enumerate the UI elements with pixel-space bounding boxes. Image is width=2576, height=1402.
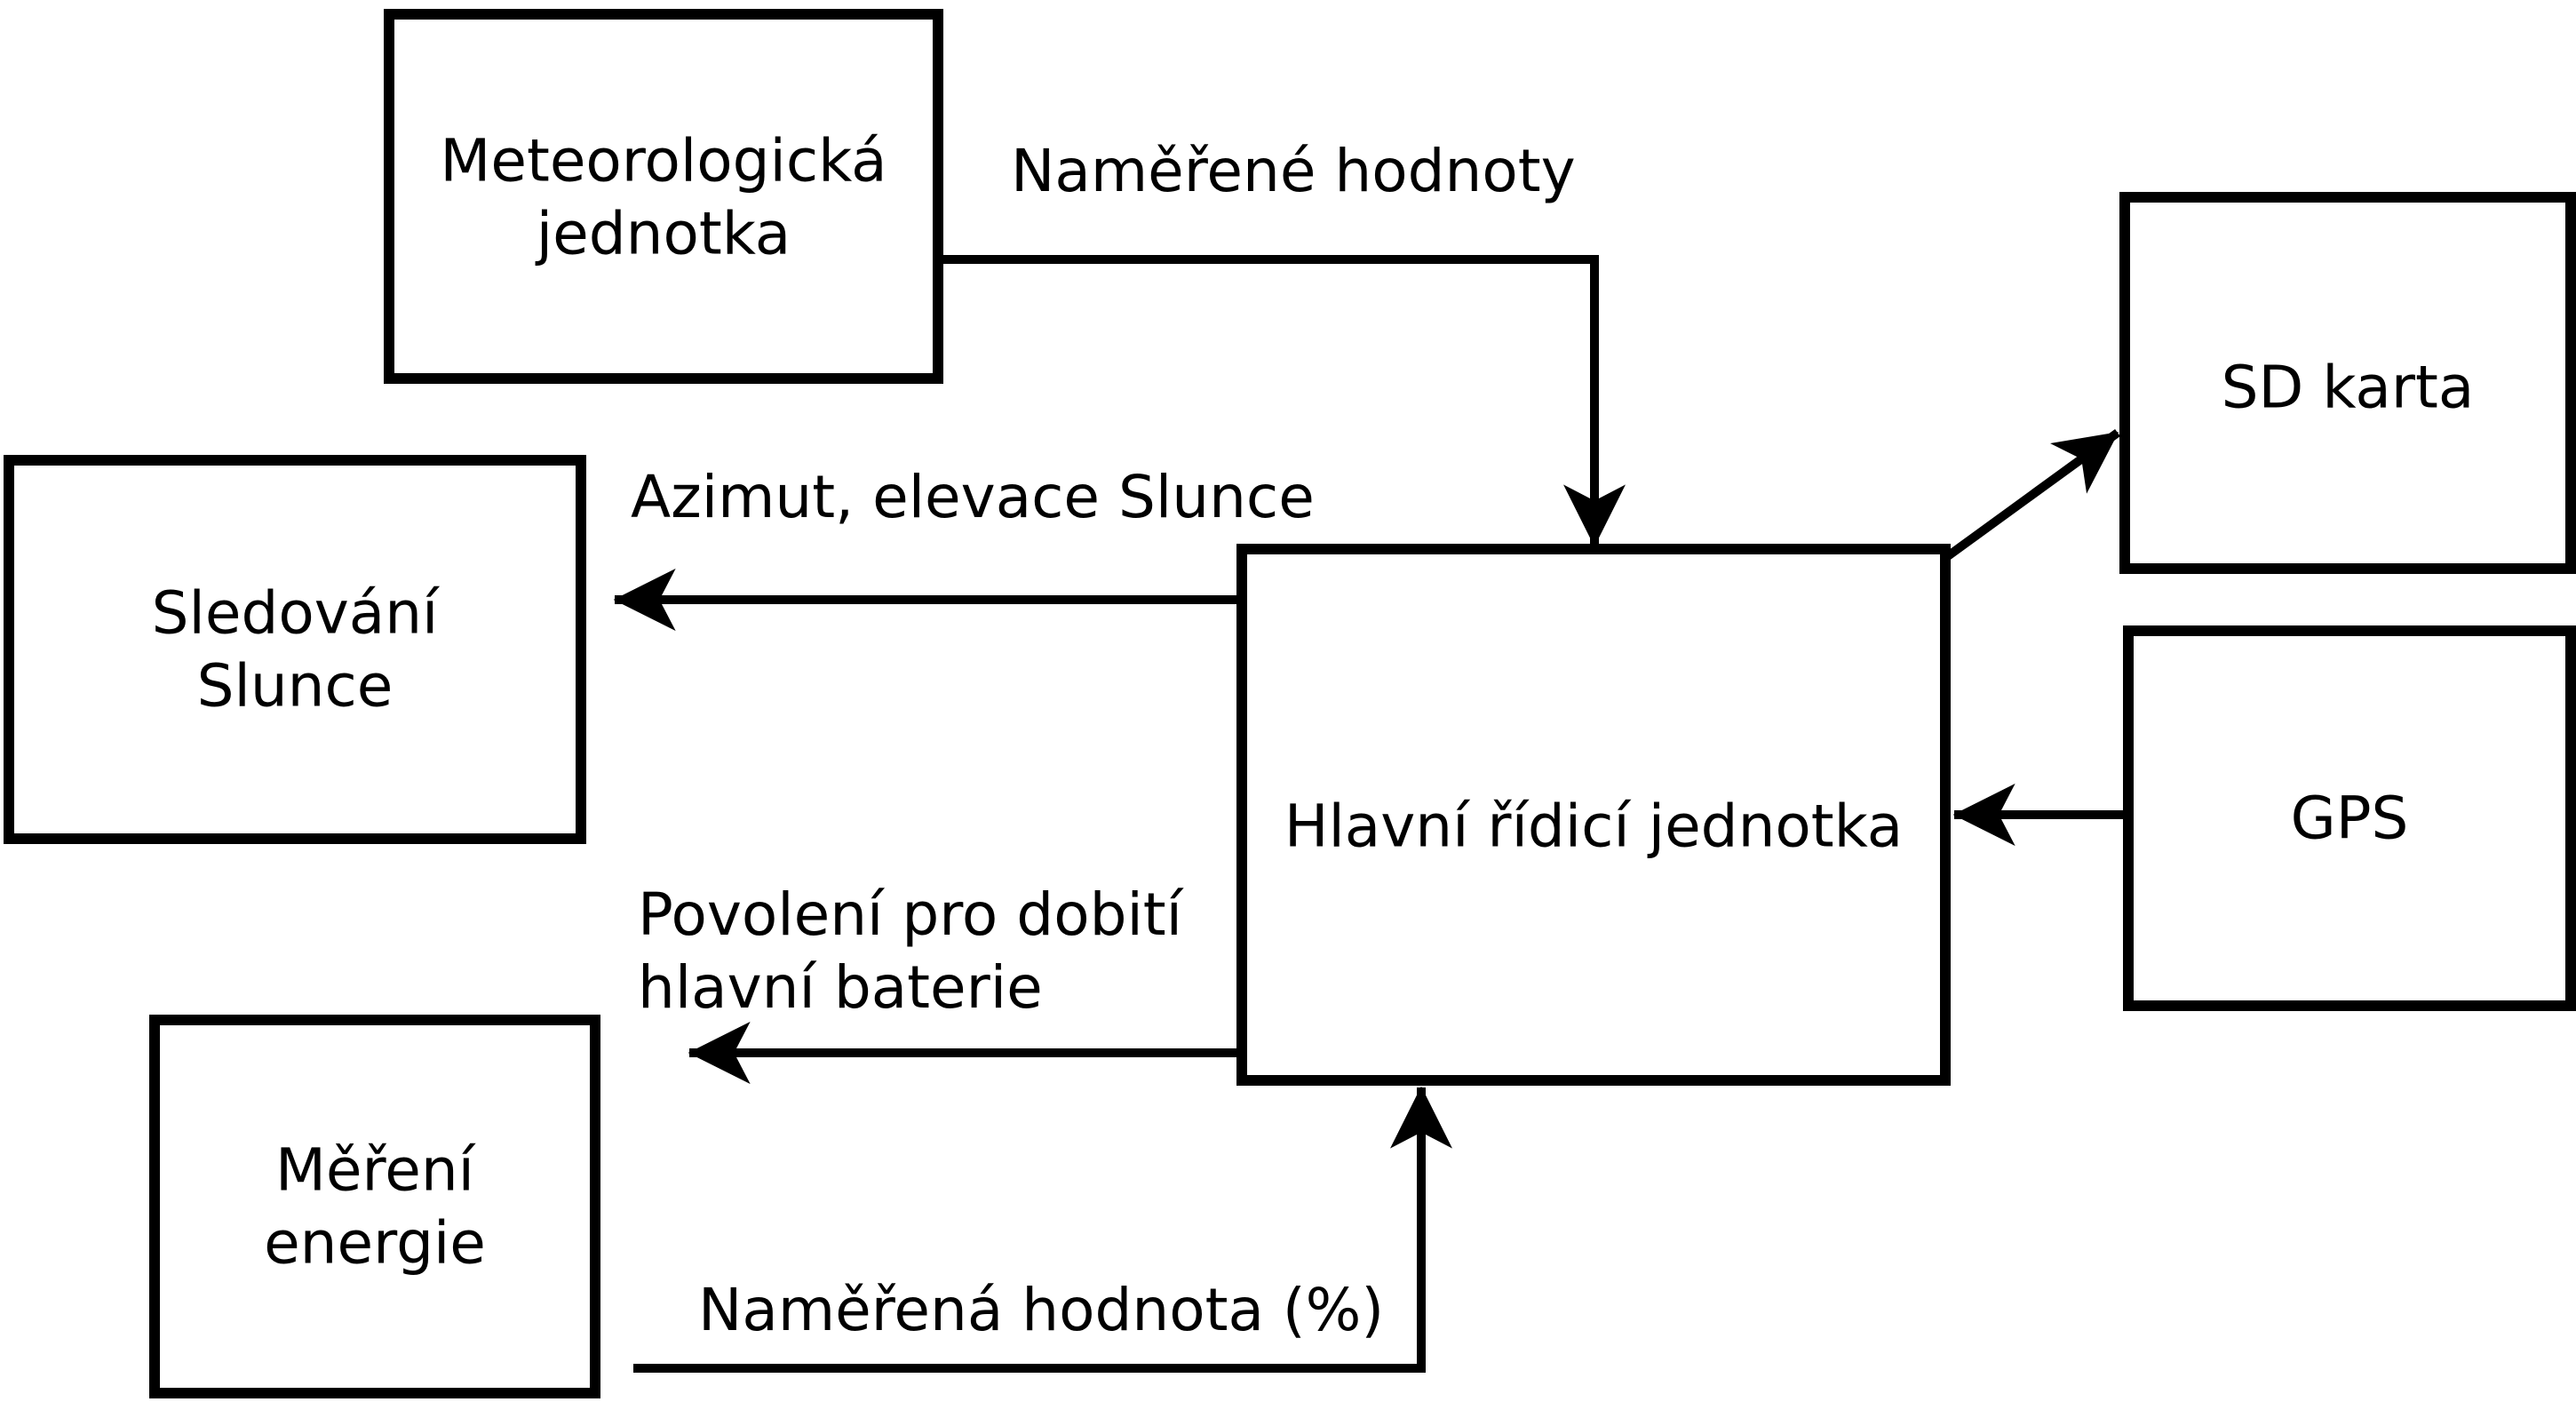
box-rect-hlavni [1236, 544, 1951, 1086]
box-gps: GPS [2123, 625, 2576, 1011]
box-label-mereni-line1: Měření [275, 1136, 477, 1205]
box-label-sledovani-line2: Slunce [197, 652, 394, 721]
edge-label-namerene-hodnoty: Naměřené hodnoty [1011, 137, 1576, 205]
box-rect-sledovani [4, 455, 586, 844]
edge-meteo-to-hlavni: Naměřené hodnoty [939, 137, 1626, 547]
box-rect-meteorologicka [384, 9, 943, 384]
edge-hlavni-to-sd [1943, 428, 2120, 562]
edge-label-namerena-hodnota: Naměřená hodnota (%) [698, 1276, 1384, 1344]
edge-hlavni-to-sledovani: Azimut, elevace Slunce [613, 463, 1315, 631]
edge-label-azimut-elevace: Azimut, elevace Slunce [631, 463, 1315, 531]
box-sledovani-slunce: Sledování Slunce [4, 455, 586, 844]
edge-label-povoleni-line1: Povolení pro dobití [638, 880, 1185, 949]
box-mereni-energie: Měření energie [149, 1015, 600, 1398]
box-sd-karta: SD karta [2119, 192, 2576, 574]
edge-mereni-to-hlavni: Naměřená hodnota (%) [633, 1086, 1452, 1373]
box-label-hlavni: Hlavní řídicí jednotka [1284, 793, 1903, 861]
box-rect-sd [2119, 192, 2576, 574]
box-label-meteorologicka-line2: jednotka [535, 200, 791, 268]
arrow-mereni-to-hlavni [633, 1086, 1452, 1373]
edge-label-povoleni-line2: hlavní baterie [638, 953, 1043, 1022]
box-rect-gps [2123, 625, 2576, 1011]
edge-hlavni-to-mereni: Povolení pro dobití hlavní baterie [638, 880, 1242, 1084]
box-label-gps: GPS [2291, 785, 2409, 853]
arrow-hlavni-to-sd [1943, 428, 2120, 562]
box-label-meteorologicka-line1: Meteorologická [440, 127, 886, 195]
box-label-sledovani-line1: Sledování [152, 579, 441, 648]
box-label-sd: SD karta [2222, 354, 2475, 422]
box-rect-mereni [149, 1015, 600, 1398]
box-meteorologicka-jednotka: Meteorologická jednotka [384, 9, 943, 384]
arrow-meteo-to-hlavni [939, 255, 1626, 547]
box-label-mereni-line2: energie [264, 1209, 486, 1278]
box-hlavni-ridici-jednotka: Hlavní řídicí jednotka [1236, 544, 1951, 1086]
